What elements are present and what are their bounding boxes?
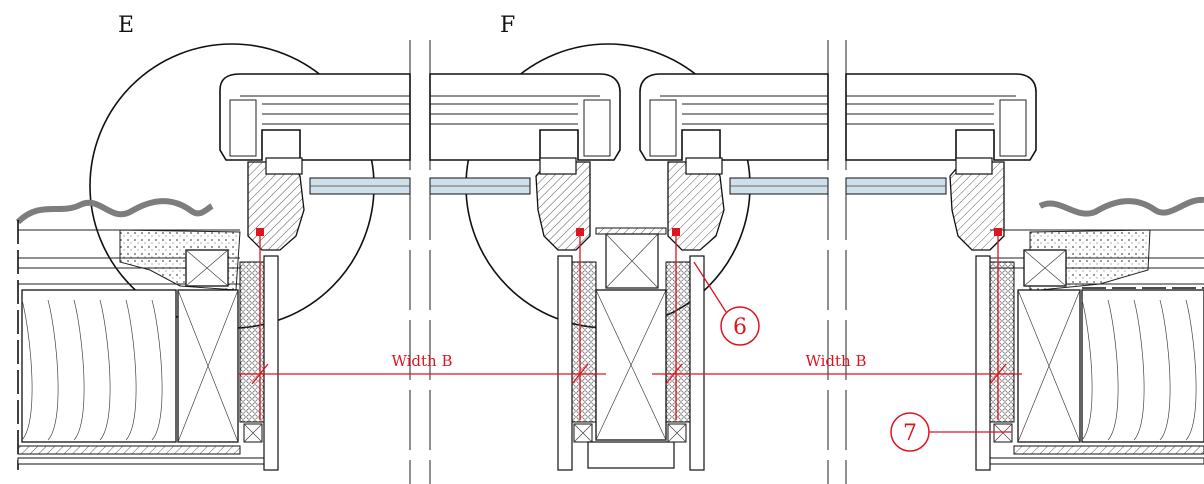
callout-7: 7 [890, 412, 1012, 452]
dimension-width-b-right [652, 363, 1022, 385]
detail-label-f: F [500, 13, 515, 38]
dimension-width-b-left [238, 363, 606, 385]
dimension-label-right: Width B [805, 352, 866, 370]
detail-label-e: E [118, 13, 134, 38]
center-mullion [587, 227, 675, 469]
window-frame-f-right [639, 73, 829, 471]
window-frame-e [219, 73, 411, 471]
callout-6-number: 6 [733, 315, 747, 340]
window-frame-f-left [429, 73, 621, 471]
dimension-label-left: Width B [391, 352, 452, 370]
callout-7-number: 7 [903, 421, 917, 446]
window-frame-right [845, 73, 1037, 471]
left-roof-buildup [15, 198, 279, 470]
callout-6: 6 [693, 261, 760, 346]
right-roof-buildup [989, 196, 1204, 465]
